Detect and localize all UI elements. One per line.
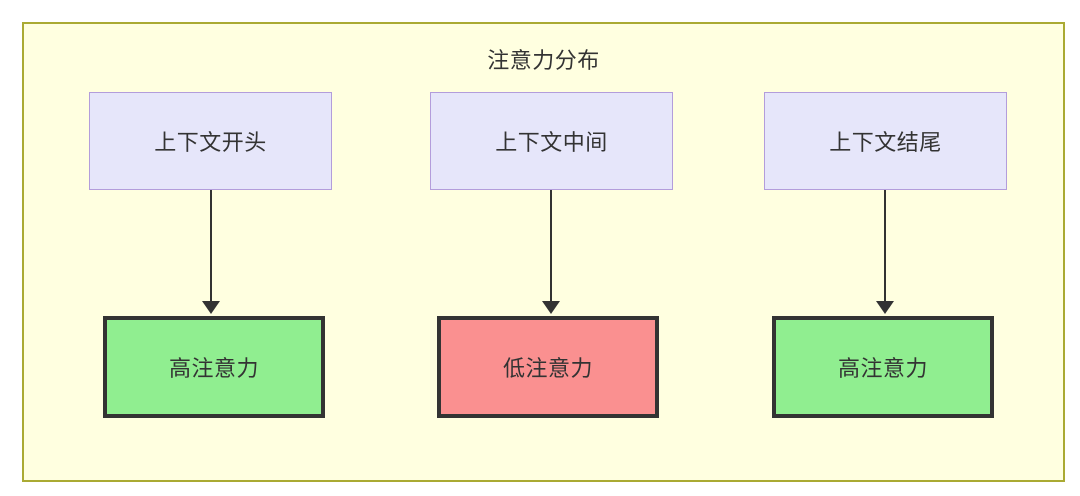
subgraph-title: 注意力分布 xyxy=(487,48,600,73)
attention-node-start[interactable]: 高注意力 xyxy=(103,316,325,418)
context-node-middle[interactable]: 上下文中间 xyxy=(430,92,673,190)
attention-node-middle[interactable]: 低注意力 xyxy=(437,316,659,418)
context-node-start[interactable]: 上下文开头 xyxy=(89,92,332,190)
attention-node-end[interactable]: 高注意力 xyxy=(772,316,994,418)
context-node-end[interactable]: 上下文结尾 xyxy=(764,92,1007,190)
